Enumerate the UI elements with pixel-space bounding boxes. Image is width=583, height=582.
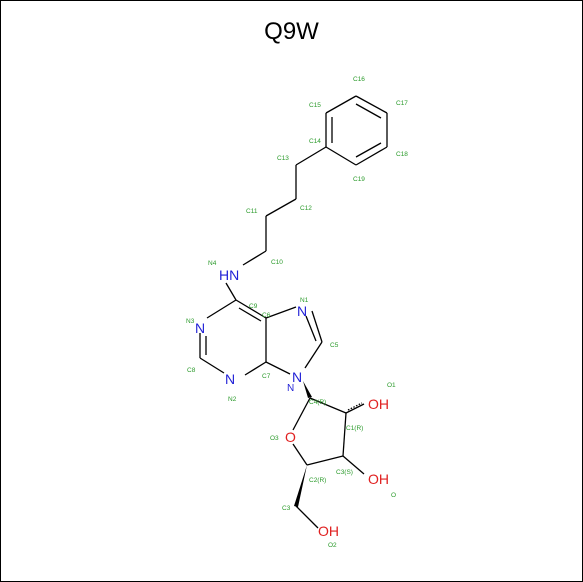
label-n1: N1 (300, 297, 309, 304)
ring-nitrogen-n3-symbol: N (195, 320, 205, 336)
label-c15: C15 (309, 102, 321, 109)
label-c10: C10 (271, 259, 283, 266)
hydroxyl-o-symbol: OH (368, 471, 389, 487)
label-c18: C18 (396, 151, 408, 158)
label-c19: C19 (353, 176, 365, 183)
label-c8: C8 (187, 367, 196, 374)
alkyl-chain (225, 146, 327, 301)
ring-nitrogen-n9-symbol: N (292, 369, 302, 385)
ribose-ring (292, 381, 365, 529)
label-n3: N3 (186, 318, 195, 325)
n9-small-symbol: N (287, 383, 294, 394)
nh-group-symbol: HN (219, 267, 239, 283)
label-c16: C16 (353, 76, 365, 83)
ring-nitrogen-n2-symbol: N (225, 371, 235, 387)
label-n2: N2 (228, 396, 237, 403)
molecule-title: Q9W (264, 18, 319, 45)
label-c14: C14 (309, 138, 321, 145)
label-c3s: C3(S) (336, 469, 353, 476)
label-o3: O3 (270, 435, 279, 442)
label-c3: C3 (282, 505, 291, 512)
hydroxyl-o1-symbol: OH (368, 396, 389, 412)
label-n4: N4 (208, 260, 217, 267)
label-c1: C1(R) (346, 425, 363, 432)
label-o1: O1 (387, 382, 396, 389)
label-c12: C12 (300, 205, 312, 212)
label-c11: C11 (246, 208, 258, 215)
ring-oxygen-symbol: O (285, 429, 296, 445)
label-c5: C5 (330, 342, 339, 349)
label-c2: C2(R) (309, 477, 326, 484)
label-c9: C9 (249, 303, 258, 310)
label-c4: C4(R) (309, 399, 326, 406)
ring-nitrogen-n1-symbol: N (297, 303, 307, 319)
purine-system (199, 299, 323, 376)
label-c17: C17 (396, 100, 408, 107)
label-c13: C13 (277, 155, 289, 162)
hydroxyl-o2-symbol: OH (318, 523, 339, 539)
label-o2: O2 (328, 542, 337, 549)
label-c6: C6 (262, 312, 271, 319)
label-o: O (391, 492, 396, 499)
phenyl-ring (325, 95, 388, 166)
label-c7: C7 (262, 373, 271, 380)
